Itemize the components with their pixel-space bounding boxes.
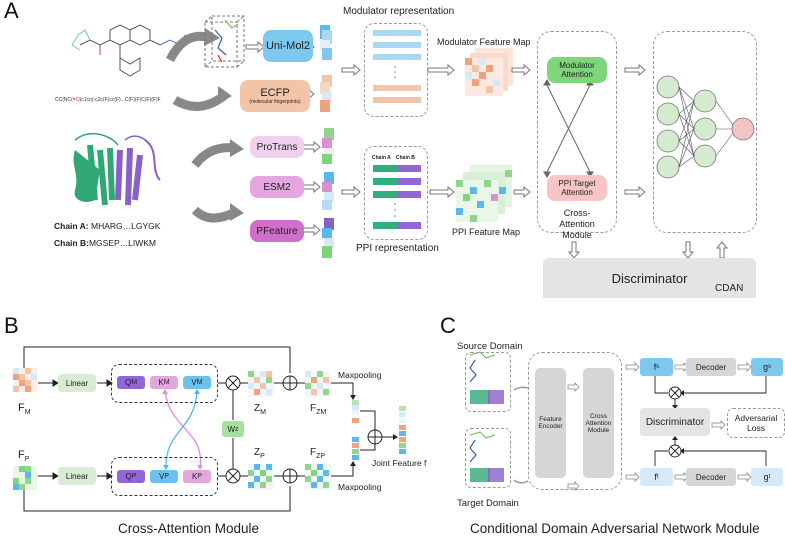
joint-feature-vector	[399, 406, 406, 454]
chain-a-sequence: Chain A: MHARG…LGYGK	[54, 221, 160, 231]
modulator-representation-frame	[364, 23, 428, 117]
p-qkv-frame	[111, 457, 218, 496]
ecfp-sublabel: (molecular fingerprints)	[249, 99, 301, 105]
cross-attention-box: Cross Attention Module	[583, 368, 614, 478]
fp-feature-grid	[13, 466, 37, 490]
ppi-feature-map	[456, 165, 512, 222]
chain-b-label: Chain B:	[54, 238, 89, 248]
unimol-feature-stack	[320, 25, 332, 60]
molecule-structure-icon	[71, 24, 186, 77]
modulator-representation-bars	[373, 30, 421, 103]
fp-label: FP	[18, 449, 30, 464]
protein-structure-icon	[73, 132, 161, 206]
zm-feature-grid	[248, 371, 274, 397]
chain-a-label: Chain A:	[54, 221, 89, 231]
target-domain-frame	[465, 428, 511, 488]
fzm-feature-grid	[305, 371, 331, 397]
protrans-box: ProTrans	[250, 136, 304, 158]
panel-c-label: C	[440, 313, 456, 338]
chain-a-column-label: Chain A	[372, 155, 391, 161]
neural-network-icon	[656, 75, 755, 179]
zm-label: ZM	[254, 403, 266, 416]
feature-encoder-box: Feature Encoder	[535, 368, 566, 478]
decoder-bottom-box: Decoder	[686, 468, 736, 486]
ecfp-feature-stack	[320, 75, 332, 112]
chain-a-seq: MHARG…LGYGK	[91, 221, 161, 231]
chain-b-seq: MGSEP…LIWKM	[88, 238, 157, 248]
discriminator-box: Discriminator	[543, 258, 756, 298]
adversarial-loss-box: Adversarial Loss	[727, 408, 785, 438]
joint-feature-label: Joint Feature f	[372, 458, 427, 468]
panel-b-caption: Cross-Attention Module	[118, 521, 260, 536]
chain-b-sequence: Chain B:MGSEP…LIWKM	[54, 238, 156, 248]
maxpooling-bottom-label: Maxpooling	[338, 482, 382, 492]
target-domain-label: Target Domain	[457, 498, 519, 509]
curved-arrow-icon	[165, 31, 212, 63]
ppi-representation-bars	[373, 165, 421, 229]
ecfp-label: ECFP	[260, 87, 290, 99]
fzm-label: FZM	[310, 403, 327, 416]
ppi-representation-frame	[364, 146, 428, 240]
protrans-feature-stack	[322, 128, 334, 164]
target-domain-molecule-icon	[469, 431, 504, 482]
fm-feature-grid	[13, 368, 37, 392]
maxpooling-top-label: Maxpooling	[338, 370, 382, 380]
fzp-feature-grid	[305, 464, 331, 490]
flow-arrows	[245, 40, 729, 259]
source-domain-molecule-icon	[469, 351, 504, 404]
panel-c-caption: Conditional Domain Adversarial Network M…	[470, 521, 760, 536]
pfeature-box: PFeature	[250, 220, 304, 242]
molecule-3d-cube-icon	[204, 15, 245, 68]
modulator-feature-map-title: Modulator Feature Map	[437, 37, 531, 47]
discriminator-c-box: Discriminator	[640, 408, 710, 436]
fm-label: FM	[18, 402, 31, 417]
ppi-target-attention-box: PPI Target Attention	[547, 175, 607, 201]
linear-bottom-box: Linear	[58, 467, 96, 485]
esm2-feature-stack	[322, 172, 334, 210]
cdan-label: CDAN	[715, 283, 744, 294]
pooled-vectors	[352, 400, 359, 460]
source-domain-label: Source Domain	[457, 341, 523, 352]
esm2-box: ESM2	[250, 176, 304, 198]
source-domain-frame	[465, 352, 511, 412]
cross-attention-frame	[537, 31, 617, 233]
ppi-representation-title: PPI representation	[356, 243, 439, 254]
chain-b-column-label: Chain B	[396, 155, 415, 161]
modulator-feature-map	[465, 48, 513, 96]
pfeature-feature-stack	[322, 218, 334, 258]
zp-label: ZP	[254, 447, 265, 460]
m-qkv-frame	[111, 364, 218, 403]
modulator-attention-box: Modulator Attention	[547, 57, 607, 83]
encoder-frame	[528, 352, 622, 490]
zp-feature-grid	[248, 464, 274, 490]
fzp-label: FZP	[310, 447, 326, 460]
classifier-frame	[653, 31, 757, 233]
panel-a-label: A	[4, 0, 19, 23]
smiles-string: CC(NC(=O)c1cn(-c2c(F)cc(F)...C(F)(F)C(F)…	[55, 97, 161, 103]
panel-b-label: B	[4, 313, 19, 338]
modulator-representation-title: Modulator representation	[343, 6, 455, 17]
panel-c-flow-arrows	[567, 362, 752, 491]
ppi-feature-map-title: PPI Feature Map	[452, 227, 521, 237]
cross-attention-module-label: Cross-Attention Module	[559, 208, 595, 240]
ecfp-box: ECFP (molecular fingerprints)	[240, 80, 310, 112]
decoder-top-box: Decoder	[686, 358, 736, 376]
unimol2-box: Uni-Mol2	[263, 30, 313, 62]
linear-top-box: Linear	[58, 374, 96, 392]
